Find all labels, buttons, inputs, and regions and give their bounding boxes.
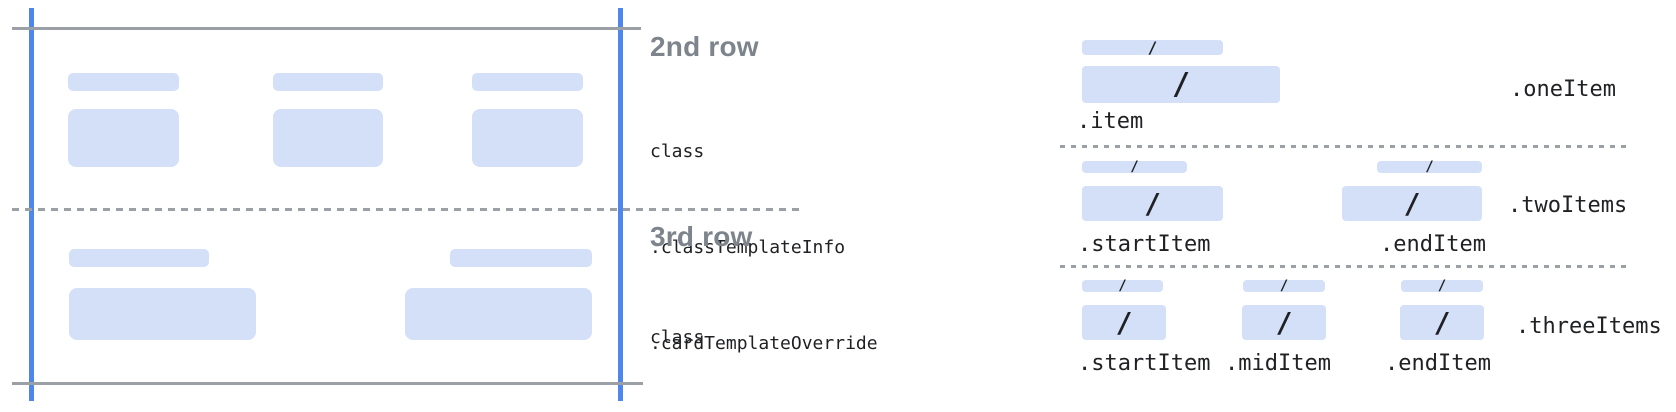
slash-icon: /	[1115, 305, 1133, 339]
three-items-section-name: .threeItems	[1516, 314, 1662, 339]
one-item-label-bar: /	[1082, 37, 1223, 57]
slash-icon: /	[1144, 186, 1161, 220]
slash-icon: /	[1437, 278, 1447, 294]
slash-icon: /	[1425, 159, 1434, 175]
row3-class-path: class .classTemplateInfo .cardTemplateOv…	[650, 260, 910, 412]
two-items-start-label: .startItem	[1078, 232, 1211, 257]
three-items-mid-label-bar: /	[1243, 278, 1325, 294]
one-item-value-bar: /	[1082, 66, 1280, 103]
two-items-end-value-bar: /	[1342, 186, 1482, 221]
row2-item1-label-bar	[68, 73, 179, 91]
legend-divider-2	[1060, 265, 1630, 268]
slash-icon: /	[1279, 278, 1289, 294]
legend-divider-1	[1060, 145, 1630, 148]
right-margin-guide-line	[618, 8, 623, 401]
slash-icon: /	[1118, 278, 1127, 294]
three-items-start-value-bar: /	[1082, 305, 1166, 340]
slash-icon: /	[1147, 37, 1158, 57]
row2-heading: 2nd row	[650, 31, 759, 62]
row2-item1-value-box	[68, 109, 179, 167]
one-item-field-label: .item	[1077, 109, 1144, 134]
three-items-end-label-bar: /	[1401, 278, 1483, 294]
three-items-start-label: .startItem	[1078, 351, 1211, 376]
row2-item3-label-bar	[472, 73, 583, 91]
card-bottom-edge-line	[12, 382, 643, 385]
one-item-section-name: .oneItem	[1510, 77, 1616, 102]
row3-start-value-box	[69, 288, 256, 340]
slash-icon: /	[1275, 305, 1293, 339]
row2-annotation: 2nd row class .classTemplateInfo .cardTe…	[650, 30, 910, 412]
slash-icon: /	[1433, 305, 1451, 339]
path-line: .classTemplateInfo	[650, 237, 846, 258]
row3-end-value-box	[405, 288, 592, 340]
slash-icon: /	[1171, 66, 1191, 102]
two-items-end-label: .endItem	[1380, 232, 1486, 257]
row-divider-dashed-line	[12, 208, 800, 211]
three-items-mid-value-bar: /	[1242, 305, 1326, 340]
path-line: class	[650, 327, 705, 348]
row3-start-label-bar	[69, 249, 209, 267]
left-margin-guide-line	[29, 8, 34, 401]
two-items-start-label-bar: /	[1082, 159, 1187, 175]
row3-annotation: 3rd row class .classTemplateInfo .cardTe…	[650, 220, 910, 412]
slash-icon: /	[1403, 186, 1421, 220]
row2-class-path: class .classTemplateInfo .cardTemplateOv…	[650, 72, 910, 412]
card-top-edge-line	[12, 27, 641, 30]
row3-end-label-bar	[450, 249, 592, 267]
two-items-start-value-bar: /	[1082, 186, 1223, 221]
three-items-end-label: .endItem	[1385, 351, 1491, 376]
three-items-end-value-bar: /	[1400, 305, 1484, 340]
row2-item2-value-box	[273, 109, 383, 167]
three-items-start-label-bar: /	[1082, 278, 1163, 294]
two-items-end-label-bar: /	[1377, 159, 1482, 175]
two-items-section-name: .twoItems	[1508, 193, 1628, 218]
three-items-mid-label: .midItem	[1225, 351, 1331, 376]
slash-icon: /	[1130, 159, 1139, 175]
row2-item3-value-box	[472, 109, 583, 167]
path-line: .cardTemplateOverride	[650, 333, 878, 354]
row2-item2-label-bar	[273, 73, 383, 91]
path-line: class	[650, 141, 705, 162]
row3-heading: 3rd row	[650, 221, 753, 252]
